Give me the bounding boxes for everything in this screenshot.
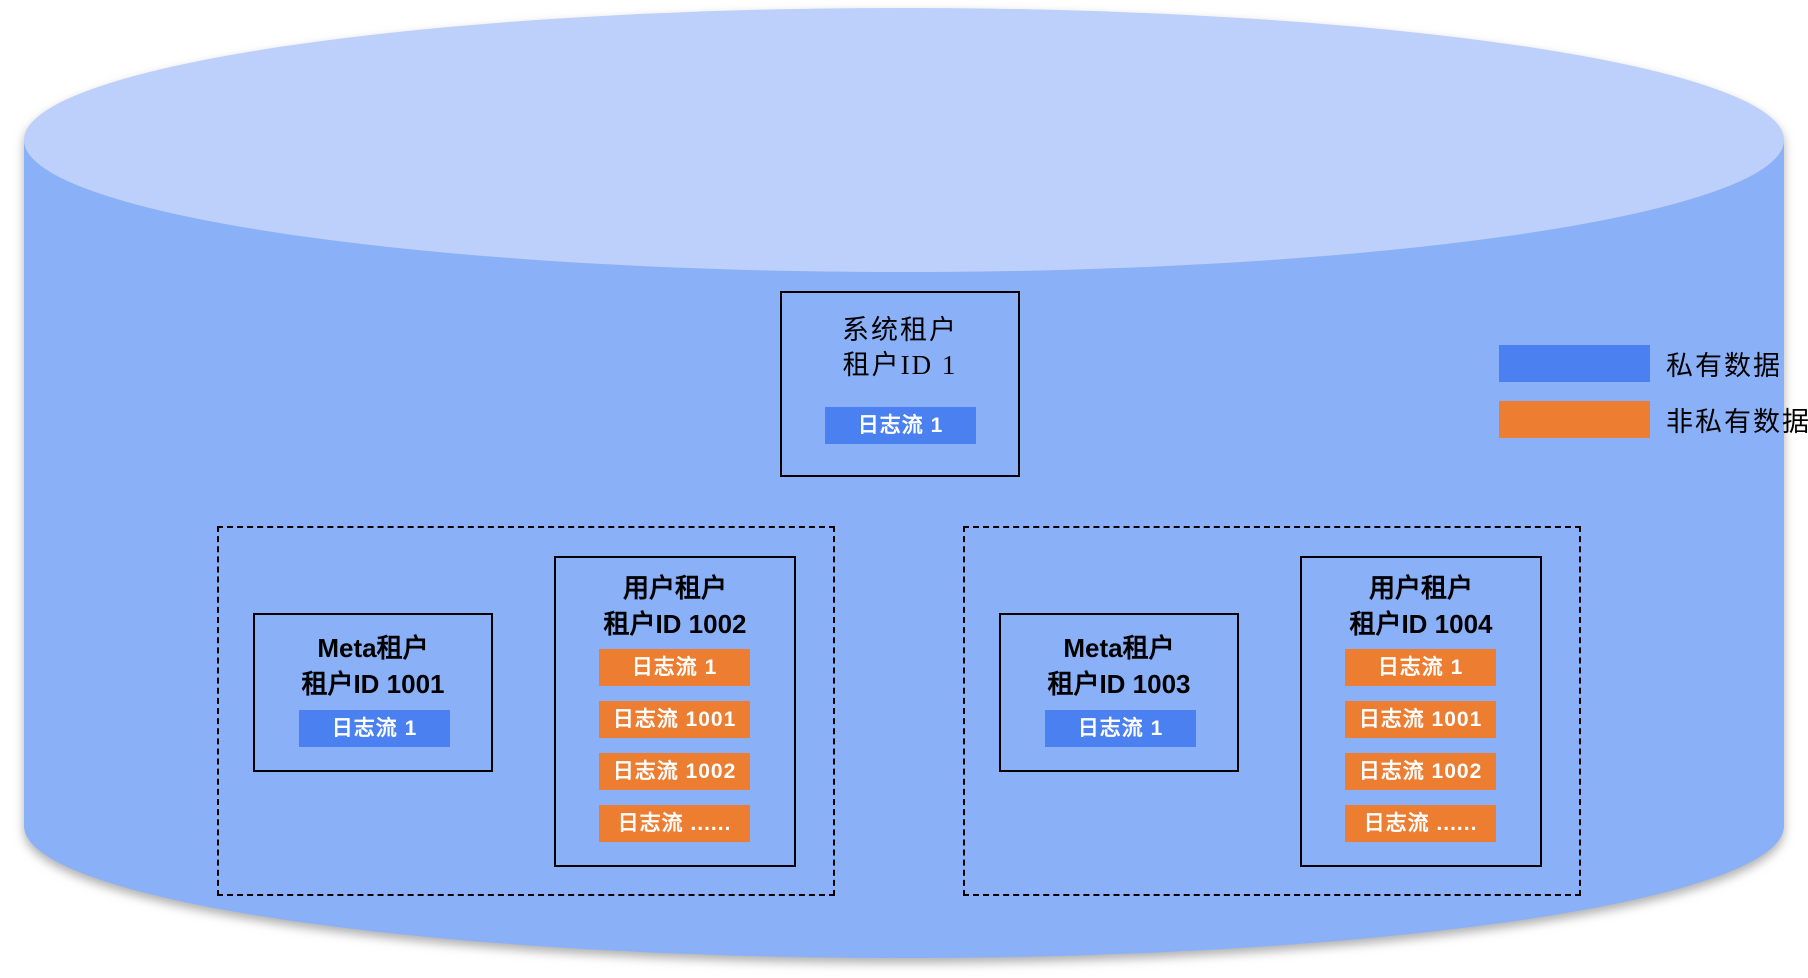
log-stream-list: 日志流 1 日志流 1001 日志流 1002 日志流 ...... [599, 649, 750, 842]
log-stream-chip: 日志流 1001 [599, 701, 750, 738]
user-tenant-1004-title: 用户租户 租户ID 1004 [1302, 570, 1540, 642]
log-stream-chip: 日志流 1 [825, 407, 976, 444]
non-private-data-label: 非私有数据 [1666, 407, 1808, 437]
system-tenant-title-line2: 租户ID 1 [842, 350, 958, 380]
private-data-label: 私有数据 [1666, 351, 1782, 381]
meta-tenant-1003-title-line1: Meta租户 [1063, 633, 1175, 663]
user-tenant-box-1002: 用户租户 租户ID 1002 日志流 1 日志流 1001 日志流 1002 日… [554, 556, 796, 867]
user-tenant-box-1004: 用户租户 租户ID 1004 日志流 1 日志流 1001 日志流 1002 日… [1300, 556, 1542, 867]
log-stream-chip: 日志流 1 [1045, 710, 1196, 747]
log-stream-chip: 日志流 1001 [1345, 701, 1496, 738]
system-tenant-title: 系统租户 租户ID 1 [782, 313, 1018, 383]
meta-tenant-1001-title-line2: 租户ID 1001 [301, 669, 445, 699]
meta-tenant-1001-title-line1: Meta租户 [317, 633, 429, 663]
legend-row-non-private: 非私有数据 [1499, 400, 1808, 439]
log-stream-chip: 日志流 ...... [1345, 805, 1496, 842]
log-stream-chip: 日志流 1002 [599, 753, 750, 790]
legend-row-private: 私有数据 [1499, 344, 1782, 383]
user-tenant-1004-title-line2: 租户ID 1004 [1349, 609, 1493, 639]
meta-tenant-1001-title: Meta租户 租户ID 1001 [255, 630, 491, 702]
meta-tenant-box-1003: Meta租户 租户ID 1003 日志流 1 [999, 613, 1239, 772]
private-data-swatch [1499, 345, 1650, 382]
non-private-data-swatch [1499, 401, 1650, 438]
meta-tenant-1003-title: Meta租户 租户ID 1003 [1001, 630, 1237, 702]
log-stream-list: 日志流 1 日志流 1001 日志流 1002 日志流 ...... [1345, 649, 1496, 842]
user-tenant-1002-title-line2: 租户ID 1002 [603, 609, 747, 639]
user-tenant-1004-title-line1: 用户租户 [1368, 573, 1473, 603]
tenant-group-right [963, 526, 1581, 896]
log-stream-chip: 日志流 1002 [1345, 753, 1496, 790]
user-tenant-1002-title: 用户租户 租户ID 1002 [556, 570, 794, 642]
system-tenant-title-line1: 系统租户 [842, 315, 958, 345]
tenant-group-left [217, 526, 835, 896]
meta-tenant-box-1001: Meta租户 租户ID 1001 日志流 1 [253, 613, 493, 772]
meta-tenant-1003-title-line2: 租户ID 1003 [1047, 669, 1191, 699]
log-stream-chip: 日志流 ...... [599, 805, 750, 842]
log-stream-chip: 日志流 1 [599, 649, 750, 686]
user-tenant-1002-title-line1: 用户租户 [622, 573, 727, 603]
log-stream-chip: 日志流 1 [299, 710, 450, 747]
system-tenant-box: 系统租户 租户ID 1 日志流 1 [780, 291, 1020, 477]
cylinder-body [24, 140, 1784, 958]
log-stream-chip: 日志流 1 [1345, 649, 1496, 686]
cylinder-top-ellipse [24, 8, 1784, 272]
